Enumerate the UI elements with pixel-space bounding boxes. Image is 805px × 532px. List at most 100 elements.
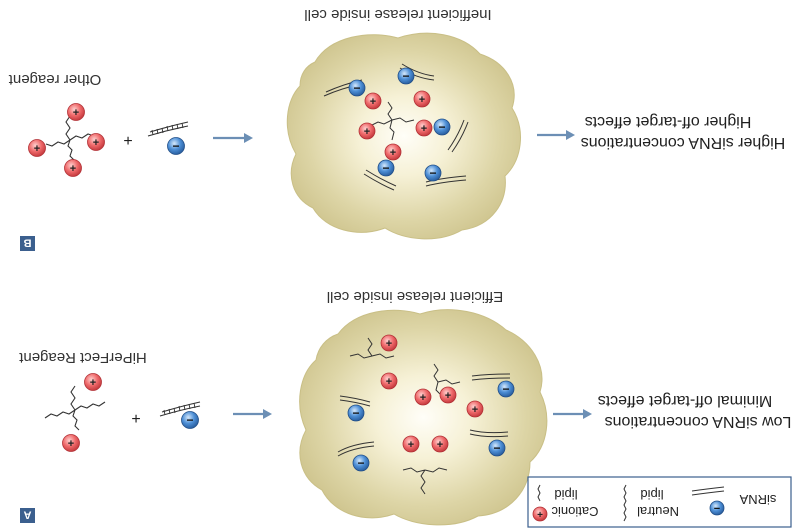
panel-b-badge <box>20 236 35 251</box>
panel-a-sirna: − <box>159 401 201 429</box>
panel-b-sirna: − <box>147 121 189 155</box>
cationic-ball: + <box>413 90 431 108</box>
svg-text:+: + <box>370 96 376 108</box>
sirna-ball: − <box>424 164 442 182</box>
legend-neutral-lipid-label: lipid <box>640 487 663 502</box>
cationic-ball: + <box>380 372 398 390</box>
svg-text:−: − <box>357 456 364 470</box>
panel-a-arrow-in <box>233 409 272 419</box>
panel-b: B Other reagent + + + + + − Inefficient … <box>8 6 785 251</box>
svg-text:−: − <box>352 406 359 420</box>
svg-text:+: + <box>472 404 478 416</box>
svg-text:+: + <box>90 377 96 389</box>
svg-text:+: + <box>68 438 74 450</box>
panel-b-arrow-out <box>537 130 575 140</box>
cationic-ball: + <box>84 373 102 391</box>
svg-text:+: + <box>364 126 370 138</box>
panel-a: A HiPerFect Reagent + + + − Efficient re… <box>18 288 792 526</box>
svg-text:+: + <box>408 439 414 451</box>
sirna-ball: − <box>167 137 185 155</box>
panel-b-outcome-line1: Higher off-target effects <box>585 113 752 130</box>
svg-text:+: + <box>437 439 443 451</box>
cationic-ball: + <box>87 133 105 151</box>
legend-box <box>527 476 792 528</box>
panel-a-cell-caption: Efficient release inside cell <box>327 288 503 305</box>
svg-text:−: − <box>493 441 500 455</box>
panel-b-reagent-label: Other reagent <box>8 71 101 88</box>
panel-b-cell-contents: + + + + + − − − − − <box>323 63 469 191</box>
cationic-ball: + <box>364 92 382 110</box>
panel-a-outcome-line2: Low siRNA concentrations <box>605 413 792 430</box>
svg-text:+: + <box>419 94 425 106</box>
svg-text:+: + <box>386 338 392 350</box>
panel-b-arrow-in <box>213 133 253 143</box>
panel-b-badge-text: B <box>23 237 31 249</box>
svg-text:−: − <box>429 166 436 180</box>
legend-cationic-lipid-label: lipid <box>554 487 577 502</box>
legend: + lipid Cationic lipid Neutral − siRNA <box>527 476 792 528</box>
panel-a-outcome-line1: Minimal off-target effects <box>598 392 773 409</box>
sirna-ball: − <box>377 159 395 177</box>
svg-text:+: + <box>70 163 76 175</box>
legend-neutral-label: Neutral <box>637 504 679 519</box>
svg-text:+: + <box>73 107 79 119</box>
svg-text:−: − <box>714 503 720 515</box>
panel-a-plus-sign: + <box>131 411 140 428</box>
panel-a-badge <box>20 508 35 523</box>
panel-b-cationic-lipid-cluster: + + + + <box>28 103 105 177</box>
sirna-ball: − <box>352 454 370 472</box>
panel-b-cell-caption: Inefficient release inside cell <box>304 6 491 23</box>
sirna-ball: − <box>397 67 415 85</box>
sirna-ball: − <box>181 411 199 429</box>
cationic-ball: + <box>402 435 420 453</box>
panel-a-reagent-cluster: + + <box>44 373 106 452</box>
svg-text:+: + <box>390 147 396 159</box>
svg-text:+: + <box>386 376 392 388</box>
legend-sirna-label: siRNA <box>739 492 776 507</box>
legend-cationic-ball-icon: + <box>532 506 548 522</box>
cationic-ball: + <box>380 334 398 352</box>
svg-text:−: − <box>186 413 193 427</box>
svg-text:+: + <box>537 510 543 521</box>
cationic-ball: + <box>67 103 85 121</box>
svg-text:−: − <box>502 382 509 396</box>
panel-b-plus-sign: + <box>123 133 132 150</box>
cationic-ball: + <box>466 400 484 418</box>
panel-b-cell <box>286 32 521 240</box>
cationic-ball: + <box>431 435 449 453</box>
sirna-ball: − <box>347 404 365 422</box>
sirna-ball: − <box>488 439 506 457</box>
sirna-ball: − <box>433 118 451 136</box>
sirna-ball: − <box>497 380 515 398</box>
svg-text:+: + <box>445 390 451 402</box>
svg-text:−: − <box>172 139 179 153</box>
svg-text:−: − <box>402 69 409 83</box>
sirna-ball: − <box>348 79 366 97</box>
cationic-ball: + <box>384 143 402 161</box>
panel-a-reagent-label: HiPerFect Reagent <box>18 349 146 366</box>
panel-a-cell-contents: + + + + + + + − − − − <box>337 334 515 495</box>
cationic-ball: + <box>415 119 433 137</box>
panel-a-badge-text: A <box>23 509 31 521</box>
legend-cationic-lipid-tail-icon <box>537 484 541 502</box>
cationic-ball: + <box>28 139 46 157</box>
svg-text:+: + <box>421 123 427 135</box>
svg-text:−: − <box>382 161 389 175</box>
legend-neutral-lipid-icon <box>623 484 627 522</box>
panel-a-cell <box>299 309 548 526</box>
cationic-ball: + <box>64 159 82 177</box>
cationic-ball: + <box>414 388 432 406</box>
cationic-ball: + <box>62 434 80 452</box>
panel-a-lipid-tails <box>44 385 106 431</box>
cationic-ball: + <box>358 122 376 140</box>
panel-b-outcome-line2: Higher siRNA concentrations <box>581 134 786 151</box>
panel-a-arrow-out <box>553 409 592 419</box>
svg-text:+: + <box>420 392 426 404</box>
svg-text:−: − <box>438 120 445 134</box>
cationic-ball: + <box>439 386 457 404</box>
svg-text:+: + <box>34 143 40 155</box>
svg-text:−: − <box>353 81 360 95</box>
legend-cationic-label: Cationic <box>551 504 598 519</box>
